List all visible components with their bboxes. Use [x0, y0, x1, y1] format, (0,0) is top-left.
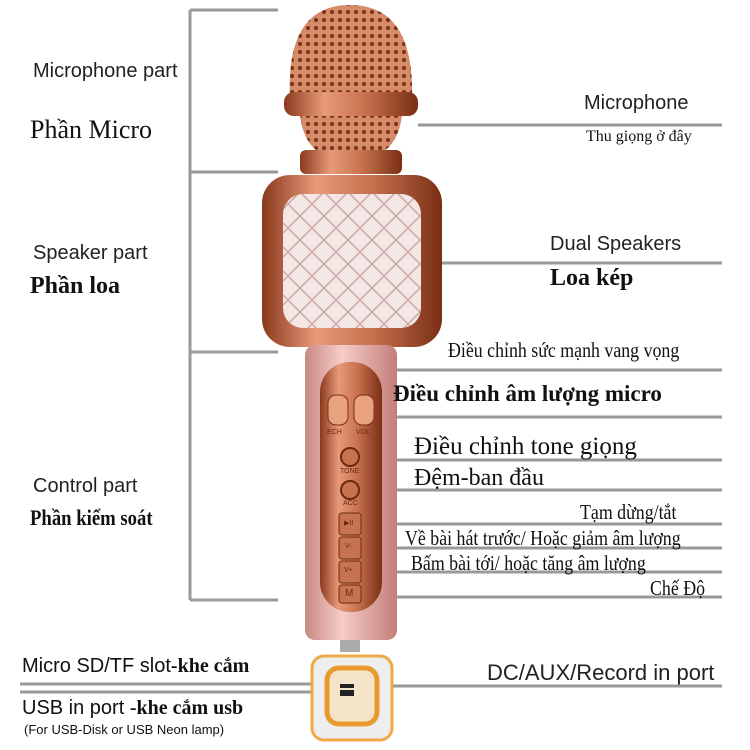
- microphone-vi: Thu giọng ở đây: [586, 128, 692, 145]
- usb-vi: -khe cắm usb: [129, 697, 244, 719]
- sd-slot-vi: -khe cắm: [170, 655, 250, 677]
- bottom-port: [310, 654, 394, 742]
- left-bracket-lines: [188, 8, 278, 602]
- microphone-label: Microphone: [584, 92, 689, 114]
- pause-label: Tạm dừng/tắt: [580, 500, 677, 524]
- play-pause-button-label: ▶II: [344, 520, 354, 527]
- tone-label: TONE: [340, 468, 360, 475]
- dual-speakers-vi: Loa kép: [550, 265, 634, 291]
- microphone-part-label: Microphone part: [33, 60, 178, 82]
- control-part-vi: Phần kiểm soát: [30, 505, 153, 530]
- mode-label: Chế Độ: [650, 576, 706, 600]
- acc-label-text: Đệm-ban đầu: [414, 465, 544, 491]
- usb-port-label: USB in port -khe cắm usb: [22, 697, 243, 720]
- speaker-box: [262, 175, 442, 347]
- next-button-label: V+: [344, 567, 353, 574]
- tone-label-text: Điều chỉnh tone giọng: [414, 433, 637, 460]
- mic-volume-label: Điều chỉnh âm lượng micro: [393, 381, 662, 406]
- control-part-label: Control part: [33, 475, 138, 497]
- usb-note: (For USB-Disk or USB Neon lamp): [24, 722, 225, 737]
- usb-en: USB in port: [22, 697, 130, 719]
- microphone-head: [284, 5, 418, 174]
- speaker-part-vi: Phần loa: [30, 273, 121, 299]
- mode-button-label: M: [345, 588, 354, 599]
- prev-label: Về bài hát trước/ Hoặc giảm âm lượng: [405, 526, 681, 550]
- microphone-part-vi: Phần Micro: [30, 115, 153, 144]
- vol-label: VOL: [356, 429, 371, 436]
- sd-slot-en: Micro SD/TF slot: [22, 655, 171, 677]
- echo-label: Điều chỉnh sức mạnh vang vọng: [448, 338, 680, 362]
- dc-port-label: DC/AUX/Record in port: [487, 660, 715, 685]
- speaker-part-label: Speaker part: [33, 242, 148, 264]
- ech-label: ECH: [327, 429, 342, 436]
- handle: [305, 345, 397, 652]
- next-label: Bấm bài tới/ hoặc tăng âm lượng: [411, 551, 646, 575]
- sd-slot-label: Micro SD/TF slot-khe cắm: [22, 655, 249, 678]
- dual-speakers-label: Dual Speakers: [550, 233, 682, 255]
- prev-button-label: V-: [345, 543, 352, 550]
- right-leader-lines: [20, 123, 722, 694]
- acc-label: ACC: [343, 500, 358, 507]
